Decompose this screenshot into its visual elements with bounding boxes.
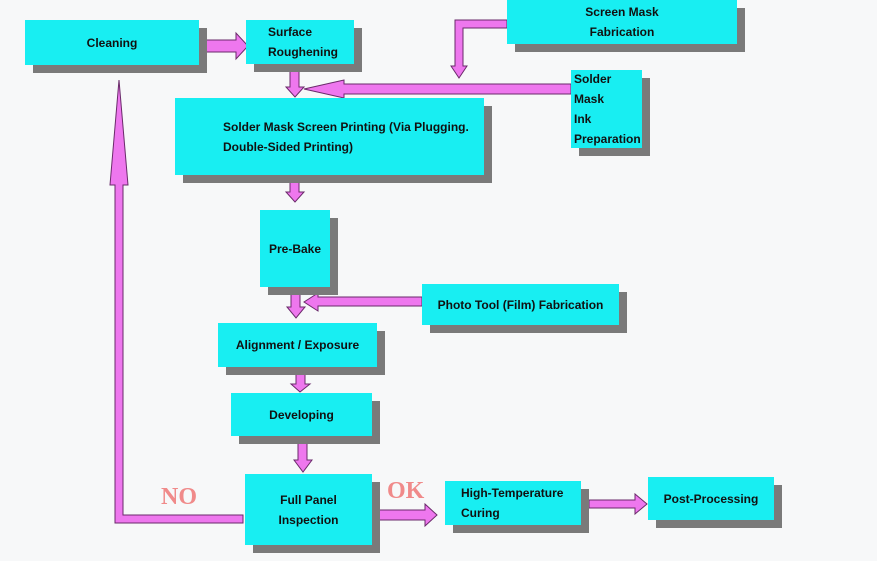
node-developing: Developing [231, 393, 372, 436]
arrow-inspection-to-curing [378, 502, 438, 528]
node-high-temperature-curing-label: High-Temperature Curing [461, 486, 564, 520]
arrow-phototool-to-alignment [303, 292, 423, 312]
arrow-curing-to-postprocessing [588, 492, 648, 516]
node-high-temperature-curing: High-Temperature Curing [445, 481, 581, 525]
node-pre-bake: Pre-Bake [260, 210, 330, 287]
node-surface-roughening: Surface Roughening [246, 20, 354, 64]
node-cleaning: Cleaning [25, 20, 199, 65]
node-screen-mask-fabrication-label: Screen Mask Fabrication [585, 5, 659, 39]
arrow-cleaning-to-roughening [198, 31, 249, 61]
arrow-alignment-to-developing [289, 372, 312, 393]
node-cleaning-label: Cleaning [86, 35, 138, 50]
node-full-panel-inspection: Full Panel Inspection [245, 474, 372, 545]
node-solder-mask-ink-preparation-label: Solder Mask Ink Preparation [574, 72, 641, 146]
node-solder-mask-ink-preparation: Solder Mask Ink Preparation [571, 70, 642, 148]
node-post-processing-label: Post-Processing [663, 491, 759, 506]
node-photo-tool-fabrication-label: Photo Tool (Film) Fabrication [437, 297, 604, 312]
arrow-screenmask-to-printing [450, 19, 508, 79]
decision-ok-label: OK [387, 478, 425, 504]
arrow-developing-to-inspection [293, 437, 313, 473]
node-full-panel-inspection-label: Full Panel Inspection [278, 492, 339, 527]
arrow-roughening-to-printing [284, 70, 306, 98]
node-solder-mask-screen-printing-label: Solder Mask Screen Printing (Via Pluggin… [223, 119, 469, 154]
arrow-inspection-to-cleaning [109, 79, 244, 524]
node-alignment-exposure: Alignment / Exposure [218, 323, 377, 367]
node-screen-mask-fabrication: Screen Mask Fabrication [507, 0, 737, 44]
node-pre-bake-label: Pre-Bake [268, 241, 322, 256]
node-photo-tool-fabrication: Photo Tool (Film) Fabrication [422, 284, 619, 325]
arrow-ink-to-printing [303, 79, 572, 99]
node-developing-label: Developing [269, 407, 334, 422]
node-post-processing: Post-Processing [648, 477, 774, 520]
arrow-prebake-to-alignment [285, 292, 307, 319]
node-solder-mask-screen-printing: Solder Mask Screen Printing (Via Pluggin… [175, 98, 484, 175]
node-alignment-exposure-label: Alignment / Exposure [235, 338, 360, 352]
arrow-printing-to-prebake [284, 176, 306, 203]
decision-no-label: NO [161, 484, 197, 510]
node-surface-roughening-label: Surface Roughening [268, 25, 338, 59]
